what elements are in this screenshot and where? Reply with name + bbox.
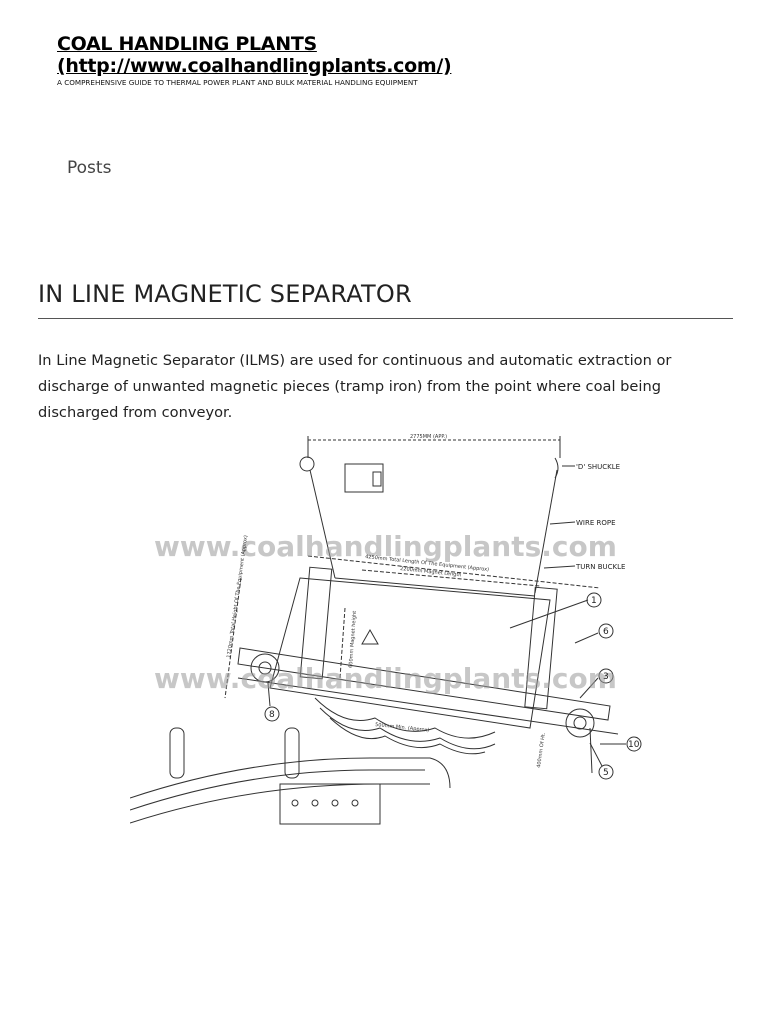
field-lines-3 [329, 717, 486, 755]
callout-number-5: 5 [603, 768, 609, 778]
right-pulley [565, 708, 595, 738]
field-lines-1 [314, 697, 496, 739]
label-top-dimension: 2775MM (APP.) [410, 434, 447, 440]
frame-hole-1 [291, 799, 299, 807]
site-url-link[interactable]: (http://www.coalhandlingplants.com/) [57, 55, 452, 77]
conveyor-belt-mid [130, 769, 425, 811]
article-title: IN LINE MAGNETIC SEPARATOR [38, 280, 412, 308]
separator-diagram-svg: www.coalhandlingplants.com www.coalhandl… [130, 434, 642, 825]
callout-leader-3 [579, 677, 599, 699]
site-title-link[interactable]: COAL HANDLING PLANTS [57, 33, 317, 55]
callout-number-3: 3 [603, 672, 609, 682]
callout-circle-3 [598, 668, 614, 684]
magnet-top-edge [334, 577, 536, 597]
left-shackle [299, 456, 315, 472]
callout-number-1: 1 [591, 596, 597, 606]
separator-diagram: www.coalhandlingplants.com www.coalhandl… [130, 428, 660, 848]
conveyor-frame [279, 783, 381, 825]
left-pulley-hub [258, 661, 272, 675]
callout-leader-1 [509, 599, 589, 629]
frame-hole-4 [351, 799, 359, 807]
article-intro: In Line Magnetic Separator (ILMS) are us… [38, 352, 672, 421]
callout-circle-5 [598, 764, 614, 780]
site-header: COAL HANDLING PLANTS (http://www.coalhan… [57, 33, 737, 87]
right-pulley-hub [573, 716, 587, 730]
callout-leader-8 [267, 682, 271, 707]
detail-block [372, 471, 382, 487]
label-magnet-height: 600mm Magnet height [348, 611, 358, 668]
right-post [524, 586, 558, 710]
wire-rope-right [534, 469, 558, 594]
frame-hole-2 [311, 799, 319, 807]
title-divider [38, 318, 733, 319]
label-d-shuckle: 'D' SHUCKLE [576, 463, 620, 471]
total-height-dim [224, 577, 242, 699]
site-tagline: A COMPREHENSIVE GUIDE TO THERMAL POWER P… [57, 78, 418, 87]
wire-rope-label-leader [549, 521, 576, 525]
callout-circle-10 [626, 736, 642, 752]
callout-circle-8 [264, 706, 280, 722]
callout-number-8: 8 [269, 710, 275, 720]
idler-post-1 [169, 727, 185, 779]
label-turn-buckle: TURN BUCKLE [575, 563, 625, 571]
conveyor-belt-top [130, 757, 451, 799]
warning-triangle-icon [361, 628, 379, 645]
left-pulley [250, 653, 280, 683]
callout-circle-6 [598, 623, 614, 639]
turn-buckle-label-leader [543, 565, 576, 569]
nav-posts-link[interactable]: Posts [67, 158, 112, 178]
frame-hole-3 [331, 799, 339, 807]
label-ht-dimension: 400mm Of Ht. [536, 732, 547, 768]
belt-beam [237, 647, 611, 721]
callout-number-10: 10 [628, 740, 640, 750]
watermark-top: www.coalhandlingplants.com [154, 530, 617, 563]
callout-leader-5 [589, 742, 603, 767]
callout-number-6: 6 [603, 627, 609, 637]
callout-leader-6 [574, 632, 599, 644]
label-belt-dimension: 500mm Min. (Approx) [375, 722, 430, 734]
magnet-frame [269, 577, 551, 729]
belt-lower-edge [237, 677, 619, 735]
idler-post-2 [284, 727, 300, 779]
support-leg [589, 727, 593, 774]
left-post [299, 566, 333, 680]
detail-inset [344, 463, 384, 493]
watermark-bottom: www.coalhandlingplants.com [154, 662, 617, 695]
callout-circle-1 [586, 592, 602, 608]
total-length-dim [307, 555, 601, 589]
field-lines-2 [319, 707, 496, 750]
wire-rope-left [309, 469, 336, 579]
label-wire-rope: WIRE ROPE [576, 519, 616, 527]
